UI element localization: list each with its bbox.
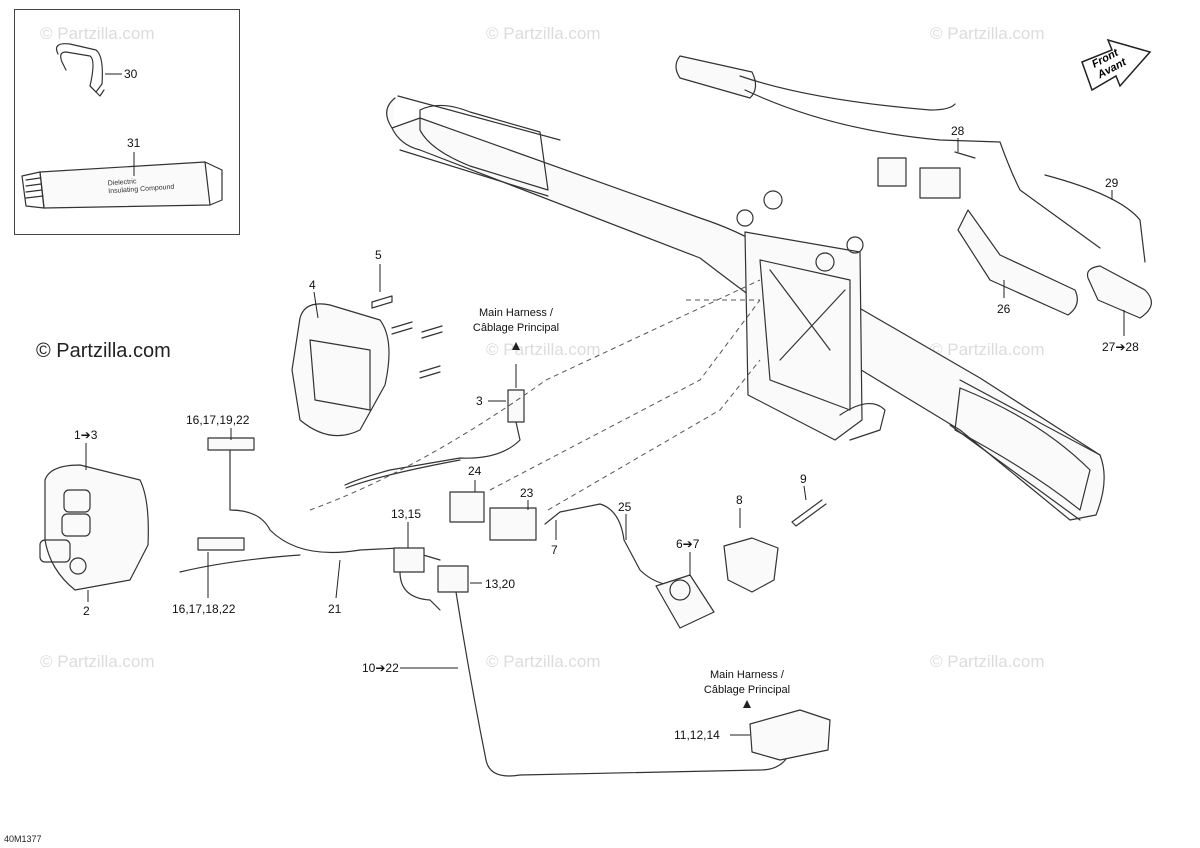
callout-2: 2 [83, 604, 90, 618]
cap-8-part [723, 537, 779, 593]
watermark: © Partzilla.com [930, 652, 1045, 671]
main-harness-note-bottom: Main Harness / Câblage Principal [697, 668, 797, 698]
switch-pod-part [39, 464, 149, 591]
handlebar-riser-part [736, 190, 886, 441]
cable-29-part [1044, 174, 1146, 263]
callout-24: 24 [468, 464, 482, 478]
tube-27-part [1086, 265, 1152, 319]
callout-3: 3 [476, 394, 483, 408]
callout-30: 30 [124, 67, 138, 81]
watermark: © Partzilla.com [930, 24, 1045, 43]
cable-tie-part [55, 43, 105, 97]
switch-6-7-part [655, 574, 715, 629]
callout-16-17-18-22: 16,17,18,22 [172, 602, 236, 616]
watermark: © Partzilla.com [486, 24, 601, 43]
watermark: © Partzilla.com [930, 340, 1045, 359]
callout-26: 26 [997, 302, 1011, 316]
callout-29: 29 [1105, 176, 1119, 190]
callout-5: 5 [375, 248, 382, 262]
watermark: © Partzilla.com [40, 652, 155, 671]
callout-7: 7 [551, 543, 558, 557]
note-line2: Câblage Principal [703, 684, 791, 696]
callout-1-3: 1➔3 [74, 428, 98, 442]
callout-27-28: 27➔28 [1102, 340, 1139, 354]
callout-6-7: 6➔7 [676, 537, 700, 551]
main-harness-note-top: Main Harness / Câblage Principal [466, 306, 566, 336]
callout-31: 31 [127, 136, 141, 150]
callout-9: 9 [800, 472, 807, 486]
front-direction-arrow [1081, 38, 1152, 92]
callout-4: 4 [309, 278, 316, 292]
callout-10-22: 10➔22 [362, 661, 399, 675]
screws-part [371, 295, 443, 379]
compound-tube-part [21, 161, 223, 209]
callout-25: 25 [618, 500, 632, 514]
callout-11-12-14: 11,12,14 [674, 728, 720, 742]
watermark: © Partzilla.com [40, 24, 155, 43]
callout-13-15: 13,15 [391, 507, 422, 521]
note-line1: Main Harness / [479, 307, 553, 319]
pin-9-part [791, 499, 827, 527]
note-line2: Câblage Principal [472, 322, 560, 334]
switch-housing-part [291, 303, 390, 437]
callout-21: 21 [328, 602, 342, 616]
sleeve-26-part [957, 209, 1078, 316]
note-line1: Main Harness / [710, 669, 784, 681]
main-harness-connector-part [749, 709, 831, 761]
callout-28: 28 [951, 124, 965, 138]
diagram-code: 40M1377 [4, 834, 42, 844]
callout-23: 23 [520, 486, 534, 500]
grip-throttle-part [675, 55, 757, 99]
watermark: © Partzilla.com [486, 652, 601, 671]
callout-13-20: 13,20 [485, 577, 516, 591]
handlebar-part [386, 95, 1105, 521]
callout-8: 8 [736, 493, 743, 507]
callout-16-17-19-22: 16,17,19,22 [186, 413, 250, 427]
brand-text: © Partzilla.com [36, 340, 171, 362]
accessory-inset-box [14, 9, 240, 235]
